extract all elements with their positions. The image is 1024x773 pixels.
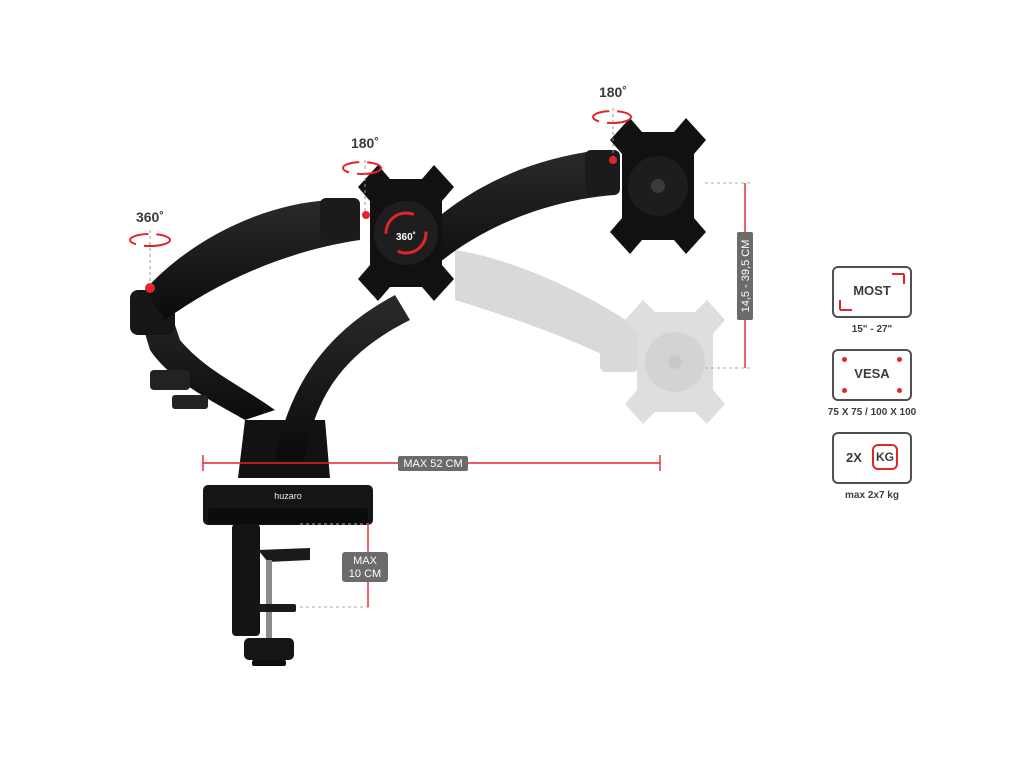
ghost-arm-lowered <box>455 250 725 424</box>
weight-caption: max 2x7 kg <box>845 490 899 501</box>
rotation-label-base: 360˚ <box>136 209 164 225</box>
reach-label: MAX 52 CM <box>403 458 462 470</box>
weight-badge: KG <box>872 444 898 470</box>
vesa-caption: 75 X 75 / 100 X 100 <box>827 407 917 418</box>
rotation-point-base <box>145 283 155 293</box>
vesa-title: VESA <box>854 366 890 381</box>
rotation-indicator-base: 360˚ <box>129 209 171 285</box>
reach-dimension: MAX 52 CM <box>202 455 661 471</box>
rotation-indicator-arm2: 180˚ <box>592 84 632 157</box>
screen-size-icon: MOST <box>832 266 912 318</box>
right-arm <box>400 150 620 280</box>
vesa-icon: VESA <box>832 349 912 401</box>
left-arm <box>145 198 360 320</box>
rotation-label-arm1: 180˚ <box>351 135 379 151</box>
clamp-dimension: MAX 10 CM <box>300 523 388 608</box>
vesa-plate-front <box>358 165 454 301</box>
clamp-label-line1: MAX <box>353 555 378 567</box>
rotation-indicator-arm1: 180˚ <box>342 135 382 212</box>
rotation-label-arm2: 180˚ <box>599 84 627 100</box>
rotation-point-arm1 <box>362 211 370 219</box>
height-label: 14,5 - 39,5 CM <box>740 240 752 313</box>
center-post <box>130 290 410 478</box>
rotation-label-head: 360˚ <box>396 231 416 243</box>
weight-prefix: 2X <box>846 450 862 465</box>
height-dimension: 14,5 - 39,5 CM <box>705 182 753 369</box>
screen-size-caption: 15" - 27" <box>851 324 893 335</box>
vesa-plate-rear <box>610 118 706 254</box>
clamp-label-line2: 10 CM <box>349 568 381 580</box>
brand-logo: huzaro <box>274 491 302 501</box>
weight-icon: 2X KG <box>832 432 912 484</box>
desk-clamp: huzaro <box>203 485 373 666</box>
rotation-point-arm2 <box>609 156 617 164</box>
screen-size-title: MOST <box>853 283 891 298</box>
